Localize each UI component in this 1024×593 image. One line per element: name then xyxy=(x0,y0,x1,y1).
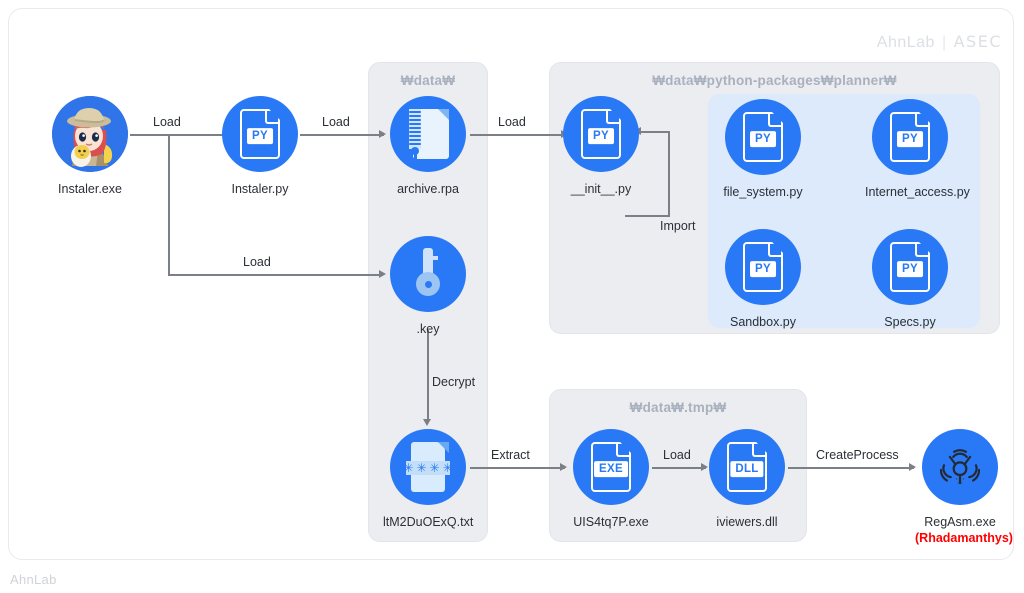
node-iviewers-dll[interactable]: DLL iviewers.dll xyxy=(702,429,792,531)
python-file-tag: PY xyxy=(588,128,614,144)
anime-avatar-icon xyxy=(52,96,128,172)
node-installer-exe[interactable]: Instaler.exe xyxy=(45,96,135,198)
node-internet-access-py-label: Internet_access.py xyxy=(865,185,970,199)
panel-data-title: ₩data₩ xyxy=(400,73,456,88)
edge-load-8-arrow xyxy=(701,463,708,471)
node-installer-py-label: Instaler.py xyxy=(231,182,289,196)
node-file-system-py[interactable]: PY file_system.py xyxy=(718,99,808,201)
edge-import-hline-top xyxy=(641,131,669,133)
exe-file-icon: EXE xyxy=(573,429,649,505)
edge-load-1-label: Load xyxy=(153,115,181,129)
key-icon xyxy=(390,236,466,312)
edge-load-4-hline xyxy=(168,274,383,276)
node-sandbox-py-label: Sandbox.py xyxy=(729,315,797,329)
node-encrypted-txt-label: ltM2DuOExQ.txt xyxy=(383,515,474,529)
edge-load-2-line xyxy=(300,134,384,136)
python-file-tag: PY xyxy=(750,131,776,147)
edge-createprocess-arrow xyxy=(909,463,916,471)
python-file-icon: PY xyxy=(872,99,948,175)
node-encrypted-txt[interactable]: ✳✳✳✳ ltM2DuOExQ.txt xyxy=(383,429,473,531)
node-archive-rpa[interactable]: archive.rpa xyxy=(383,96,473,198)
edge-load-1-line xyxy=(130,134,234,136)
python-file-tag: PY xyxy=(897,261,923,277)
python-file-icon: PY xyxy=(222,96,298,172)
python-file-tag: PY xyxy=(750,261,776,277)
node-file-system-py-label: file_system.py xyxy=(723,185,803,199)
node-dropper-exe[interactable]: EXE UIS4tq7P.exe xyxy=(566,429,656,531)
panel-planner-title: ₩data₩python-packages₩planner₩ xyxy=(652,73,897,88)
node-regasm-exe-label: RegAsm.exe xyxy=(924,515,996,529)
edge-load-3-line xyxy=(470,134,566,136)
edge-createprocess-line xyxy=(788,467,914,469)
node-archive-rpa-label: archive.rpa xyxy=(397,182,459,196)
edge-load-4-arrow xyxy=(379,270,386,278)
edge-extract-line xyxy=(470,467,565,469)
node-key-file-label: .key xyxy=(416,322,440,336)
encrypted-file-icon: ✳✳✳✳ xyxy=(390,429,466,505)
dll-file-icon: DLL xyxy=(709,429,785,505)
python-file-tag: PY xyxy=(897,131,923,147)
edge-decrypt-arrow xyxy=(423,419,431,426)
footer-ahnlab: AhnLab xyxy=(10,572,57,587)
exe-file-tag: EXE xyxy=(594,461,628,477)
node-iviewers-dll-label: iviewers.dll xyxy=(716,515,778,529)
edge-load-4-vline xyxy=(168,134,170,275)
dll-file-tag: DLL xyxy=(730,461,764,477)
node-installer-exe-label: Instaler.exe xyxy=(58,182,122,196)
edge-load-8-line xyxy=(652,467,706,469)
python-file-icon: PY xyxy=(563,96,639,172)
node-specs-py-label: Specs.py xyxy=(884,315,936,329)
python-file-icon: PY xyxy=(725,99,801,175)
node-dropper-exe-label: UIS4tq7P.exe xyxy=(573,515,649,529)
node-installer-py[interactable]: PY Instaler.py xyxy=(215,96,305,198)
edge-import-hline-bottom xyxy=(625,215,670,217)
edge-import-vline xyxy=(668,131,670,216)
ahnlab-asec-logo: AhnLab | ASEC xyxy=(877,32,1002,52)
node-key-file[interactable]: .key xyxy=(383,236,473,338)
edge-extract-label: Extract xyxy=(491,448,530,462)
edge-extract-arrow xyxy=(560,463,567,471)
python-file-icon: PY xyxy=(725,229,801,305)
node-specs-py[interactable]: PY Specs.py xyxy=(865,229,955,331)
edge-decrypt-label: Decrypt xyxy=(432,375,476,389)
archive-zip-icon xyxy=(390,96,466,172)
edge-load-8-label: Load xyxy=(663,448,691,462)
node-internet-access-py[interactable]: PY Internet_access.py xyxy=(865,99,970,201)
edge-load-2-label: Load xyxy=(322,115,350,129)
brand-ahnlab: AhnLab xyxy=(876,34,935,51)
biohazard-icon xyxy=(922,429,998,505)
edge-load-3-label: Load xyxy=(498,115,526,129)
edge-load-2-arrow xyxy=(379,130,386,138)
brand-asec: ASEC xyxy=(953,32,1002,51)
python-file-icon: PY xyxy=(872,229,948,305)
panel-tmp-title: ₩data₩.tmp₩ xyxy=(629,400,727,415)
edge-import-label: Import xyxy=(660,219,696,233)
node-init-py-label: __init__.py xyxy=(570,182,632,196)
node-regasm-exe[interactable]: RegAsm.exe (Rhadamanthys) xyxy=(915,429,1013,545)
edge-decrypt-line xyxy=(427,330,429,422)
node-sandbox-py[interactable]: PY Sandbox.py xyxy=(718,229,808,331)
brand-separator: | xyxy=(941,34,947,51)
edge-load-4-label: Load xyxy=(243,255,271,269)
edge-createprocess-label: CreateProcess xyxy=(816,448,899,462)
node-regasm-exe-sublabel: (Rhadamanthys) xyxy=(915,530,1013,545)
node-init-py[interactable]: PY __init__.py xyxy=(556,96,646,198)
python-file-tag: PY xyxy=(247,128,273,144)
